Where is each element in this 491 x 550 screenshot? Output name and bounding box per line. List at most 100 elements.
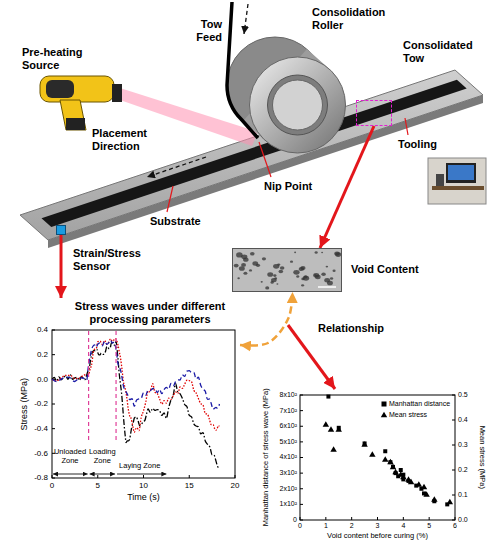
stress-wave-curve <box>52 340 219 409</box>
tick-label-box: 5 <box>86 481 110 490</box>
tick-mark <box>403 517 404 520</box>
void-spot <box>280 266 285 270</box>
void-spot <box>273 274 276 277</box>
tick-label: 0 <box>268 516 297 524</box>
axis-title: Mean stress (MPa) <box>478 413 487 503</box>
zone-arrow <box>53 474 88 475</box>
placement-direction-arrow <box>147 157 206 177</box>
zone-boundary <box>88 331 89 443</box>
void-spot <box>334 251 340 255</box>
tick-mark <box>97 475 98 478</box>
tick-label: 0.2 <box>12 350 48 359</box>
tick-mark <box>52 475 53 478</box>
tick-label-box: 5x10² <box>268 438 297 446</box>
tick-label: 0.2 <box>458 466 476 474</box>
tick-mark <box>325 517 326 520</box>
tick-label-box: 0 <box>268 516 297 524</box>
leader-line <box>259 142 271 177</box>
void-spot <box>296 275 299 277</box>
void-spot <box>327 281 333 286</box>
chart-panel: Stress waves under different processing … <box>15 298 240 522</box>
sensor-square: Strain/Stress Sensor <box>56 225 66 235</box>
tick-label-box: 1x10² <box>268 500 297 508</box>
void-spot <box>249 269 252 271</box>
square-marker <box>383 449 387 453</box>
triangle-marker <box>390 464 396 470</box>
tick-label-box: 1 <box>318 522 334 530</box>
tick-mark <box>143 475 144 478</box>
zone-label-box: Unloaded Zone <box>52 447 88 465</box>
void-spot <box>270 281 273 284</box>
tick-label: 15 <box>177 481 201 490</box>
tick-label: -0.4 <box>12 424 48 433</box>
void-spot <box>321 252 323 253</box>
tick-mark <box>300 504 303 505</box>
tick-label-box: 20 <box>223 481 247 490</box>
tick-mark <box>452 445 455 446</box>
tick-label-box: 0.0 <box>458 516 476 524</box>
tick-label: 0.4 <box>12 325 48 334</box>
tick-label-box: 0.0 <box>12 375 48 384</box>
legend-text: Manhattan distance <box>389 399 450 409</box>
void-spot <box>335 252 341 257</box>
lab-photo <box>428 158 486 204</box>
axis-title: Stress (MPa) <box>19 349 29 459</box>
tick-label: 0.1 <box>458 491 476 499</box>
zone-label-box: Loading Zone <box>88 447 117 465</box>
void-spot <box>265 286 269 289</box>
legend-triangle-marker <box>380 411 388 419</box>
heat-gun-body <box>40 76 114 102</box>
micrograph-ground <box>232 248 342 292</box>
tick-mark <box>300 457 303 458</box>
micrograph-image: Void Content <box>232 248 342 292</box>
legend-text: Mean stress <box>389 410 427 420</box>
axis-title: Void content before curing (%) <box>288 532 468 541</box>
heat-gun-nozzle <box>112 84 122 102</box>
void-spot <box>267 272 273 277</box>
tick-label-box: 8x10² <box>268 391 297 399</box>
tick-label-box: 2x10² <box>268 485 297 493</box>
monitor <box>446 163 476 183</box>
void-spot <box>330 277 333 280</box>
tick-label: -0.8 <box>12 473 48 482</box>
void-spot <box>290 261 293 263</box>
tick-mark <box>189 475 190 478</box>
tick-label: 4x10² <box>268 453 297 461</box>
relationship-arrow <box>288 325 335 389</box>
void-spot <box>262 257 266 260</box>
tick-label-box: 0.2 <box>458 466 476 474</box>
red-arrow <box>60 235 63 298</box>
roller-face <box>250 57 346 153</box>
triangle-marker <box>400 474 406 480</box>
triangle-marker <box>447 499 453 505</box>
tick-label-box: -0.8 <box>12 473 48 482</box>
dashed-relation-arrow <box>240 292 293 346</box>
stress-wave-curve <box>52 339 219 433</box>
tick-mark <box>300 410 303 411</box>
square-marker <box>326 395 330 399</box>
tick-label: 0.0 <box>12 375 48 384</box>
part-label: Tow Feed <box>184 18 222 43</box>
tick-label: 5 <box>86 481 110 490</box>
tick-label-box: -0.2 <box>12 399 48 408</box>
tick-mark <box>235 475 236 478</box>
tick-label: 3x10² <box>268 469 297 477</box>
node-text: Void Content <box>351 263 431 276</box>
void-spot <box>321 272 325 275</box>
triangle-marker <box>323 421 329 427</box>
tick-label-box: 5 <box>421 522 437 530</box>
heat-gun-vent <box>46 80 74 98</box>
void-spot <box>300 266 305 270</box>
void-spot <box>315 275 321 279</box>
void-spot <box>250 252 255 256</box>
axis-title-box: Stress (MPa) <box>19 349 29 459</box>
tick-label: 3 <box>370 522 386 530</box>
part-label: Nip Point <box>264 180 326 193</box>
part-label-box: Tow Feed <box>184 18 222 43</box>
triangle-marker <box>381 412 387 418</box>
desk <box>432 186 484 190</box>
tick-label-box: -0.6 <box>12 449 48 458</box>
void-spot <box>274 277 277 279</box>
tick-label-box: 0 <box>40 481 64 490</box>
